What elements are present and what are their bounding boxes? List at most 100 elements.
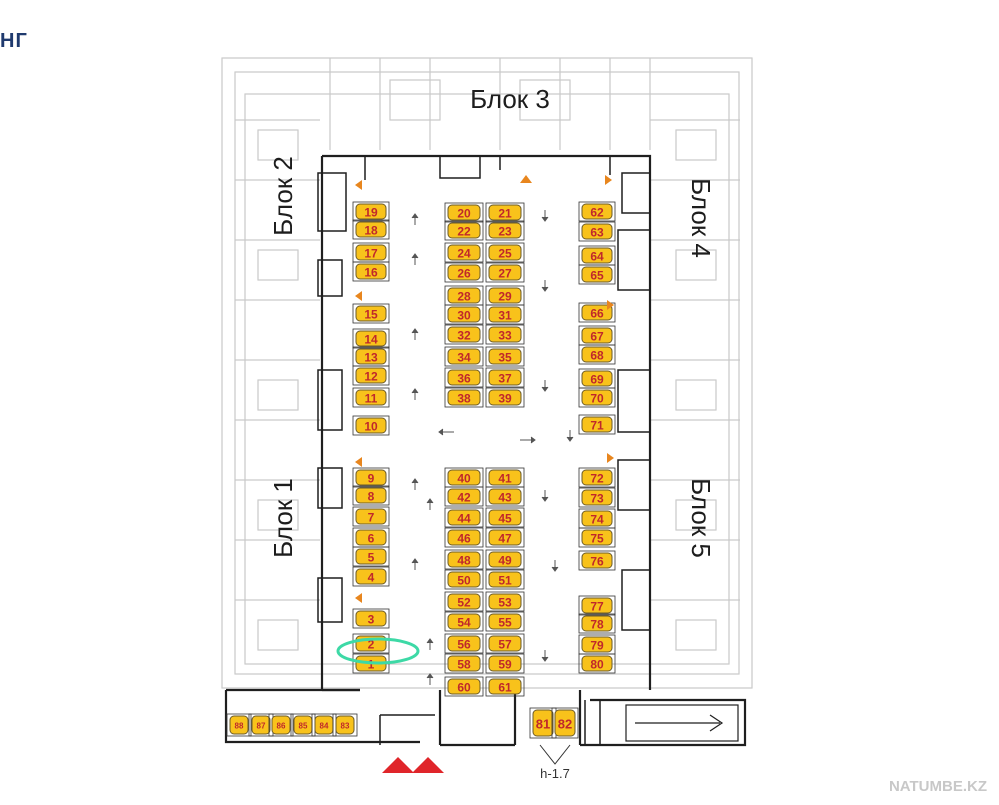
parking-spot-50[interactable]: 50 — [444, 569, 484, 590]
parking-spot-2[interactable]: 2 — [352, 633, 390, 654]
spot-fill — [488, 326, 522, 343]
parking-spot-78[interactable]: 78 — [578, 613, 616, 634]
spot-fill — [581, 389, 613, 406]
parking-spot-83[interactable]: 83 — [332, 713, 358, 737]
parking-spot-59[interactable]: 59 — [485, 653, 525, 674]
spot-fill — [581, 469, 613, 486]
spot-fill — [581, 327, 613, 344]
parking-spot-53[interactable]: 53 — [485, 591, 525, 612]
parking-spot-58[interactable]: 58 — [444, 653, 484, 674]
parking-spot-55[interactable]: 55 — [485, 611, 525, 632]
parking-spot-36[interactable]: 36 — [444, 367, 484, 388]
parking-spot-18[interactable]: 18 — [352, 219, 390, 240]
parking-spot-9[interactable]: 9 — [352, 467, 390, 488]
parking-spot-52[interactable]: 52 — [444, 591, 484, 612]
parking-spot-65[interactable]: 65 — [578, 264, 616, 285]
parking-spot-46[interactable]: 46 — [444, 527, 484, 548]
parking-spot-76[interactable]: 76 — [578, 550, 616, 571]
parking-spot-24[interactable]: 24 — [444, 242, 484, 263]
parking-spot-74[interactable]: 74 — [578, 508, 616, 529]
parking-spot-43[interactable]: 43 — [485, 486, 525, 507]
parking-spot-77[interactable]: 77 — [578, 595, 616, 616]
parking-spot-88[interactable]: 88 — [226, 713, 252, 737]
parking-spot-35[interactable]: 35 — [485, 346, 525, 367]
parking-spot-23[interactable]: 23 — [485, 220, 525, 241]
parking-spot-70[interactable]: 70 — [578, 387, 616, 408]
parking-spot-69[interactable]: 69 — [578, 368, 616, 389]
parking-spot-39[interactable]: 39 — [485, 387, 525, 408]
spot-outline — [352, 261, 390, 282]
parking-spot-26[interactable]: 26 — [444, 262, 484, 283]
parking-spot-54[interactable]: 54 — [444, 611, 484, 632]
parking-spot-66[interactable]: 66 — [578, 302, 616, 323]
parking-spot-40[interactable]: 40 — [444, 467, 484, 488]
parking-spot-57[interactable]: 57 — [485, 633, 525, 654]
parking-spot-45[interactable]: 45 — [485, 507, 525, 528]
parking-spot-7[interactable]: 7 — [352, 506, 390, 527]
parking-spot-6[interactable]: 6 — [352, 527, 390, 548]
parking-spot-33[interactable]: 33 — [485, 324, 525, 345]
parking-spot-8[interactable]: 8 — [352, 485, 390, 506]
parking-spot-62[interactable]: 62 — [578, 201, 616, 222]
parking-spot-37[interactable]: 37 — [485, 367, 525, 388]
parking-spot-47[interactable]: 47 — [485, 527, 525, 548]
parking-spot-60[interactable]: 60 — [444, 676, 484, 697]
parking-spot-56[interactable]: 56 — [444, 633, 484, 654]
parking-spot-5[interactable]: 5 — [352, 546, 390, 567]
parking-spot-32[interactable]: 32 — [444, 324, 484, 345]
parking-spot-64[interactable]: 64 — [578, 245, 616, 266]
spot-number: 33 — [498, 329, 512, 343]
parking-spot-81[interactable]: 81 — [529, 707, 557, 739]
spot-number: 26 — [457, 267, 471, 281]
parking-spot-48[interactable]: 48 — [444, 549, 484, 570]
parking-spot-75[interactable]: 75 — [578, 527, 616, 548]
parking-spot-12[interactable]: 12 — [352, 365, 390, 386]
parking-spot-27[interactable]: 27 — [485, 262, 525, 283]
parking-spot-49[interactable]: 49 — [485, 549, 525, 570]
parking-spot-20[interactable]: 20 — [444, 202, 484, 223]
parking-spot-85[interactable]: 85 — [290, 713, 316, 737]
parking-spot-34[interactable]: 34 — [444, 346, 484, 367]
parking-spot-86[interactable]: 86 — [268, 713, 294, 737]
spot-outline — [485, 242, 525, 263]
spot-number: 27 — [498, 267, 512, 281]
parking-spot-72[interactable]: 72 — [578, 467, 616, 488]
parking-spot-73[interactable]: 73 — [578, 487, 616, 508]
parking-spot-41[interactable]: 41 — [485, 467, 525, 488]
spot-outline — [444, 346, 484, 367]
spot-fill — [488, 655, 522, 672]
parking-spot-84[interactable]: 84 — [311, 713, 337, 737]
parking-spot-80[interactable]: 80 — [578, 653, 616, 674]
parking-spot-11[interactable]: 11 — [352, 387, 390, 408]
parking-spot-63[interactable]: 63 — [578, 221, 616, 242]
parking-spot-25[interactable]: 25 — [485, 242, 525, 263]
parking-spot-42[interactable]: 42 — [444, 486, 484, 507]
parking-spot-21[interactable]: 21 — [485, 202, 525, 223]
parking-spot-51[interactable]: 51 — [485, 569, 525, 590]
parking-spot-14[interactable]: 14 — [352, 328, 390, 349]
parking-spot-71[interactable]: 71 — [578, 414, 616, 435]
parking-spot-19[interactable]: 19 — [352, 201, 390, 222]
spot-number: 56 — [457, 638, 471, 652]
parking-spot-82[interactable]: 82 — [551, 707, 579, 739]
parking-spot-10[interactable]: 10 — [352, 415, 390, 436]
parking-spot-4[interactable]: 4 — [352, 566, 390, 587]
parking-spot-67[interactable]: 67 — [578, 325, 616, 346]
parking-spot-68[interactable]: 68 — [578, 344, 616, 365]
parking-spot-79[interactable]: 79 — [578, 634, 616, 655]
parking-spot-15[interactable]: 15 — [352, 303, 390, 324]
spot-number: 45 — [498, 512, 512, 526]
parking-spot-61[interactable]: 61 — [485, 676, 525, 697]
parking-spot-28[interactable]: 28 — [444, 285, 484, 306]
parking-spot-38[interactable]: 38 — [444, 387, 484, 408]
parking-spot-17[interactable]: 17 — [352, 242, 390, 263]
parking-spot-29[interactable]: 29 — [485, 285, 525, 306]
parking-spot-31[interactable]: 31 — [485, 304, 525, 325]
parking-spot-44[interactable]: 44 — [444, 507, 484, 528]
parking-spot-30[interactable]: 30 — [444, 304, 484, 325]
parking-spot-3[interactable]: 3 — [352, 608, 390, 629]
drive-arrows — [411, 210, 574, 685]
parking-spot-13[interactable]: 13 — [352, 346, 390, 367]
parking-spot-16[interactable]: 16 — [352, 261, 390, 282]
parking-spot-22[interactable]: 22 — [444, 220, 484, 241]
